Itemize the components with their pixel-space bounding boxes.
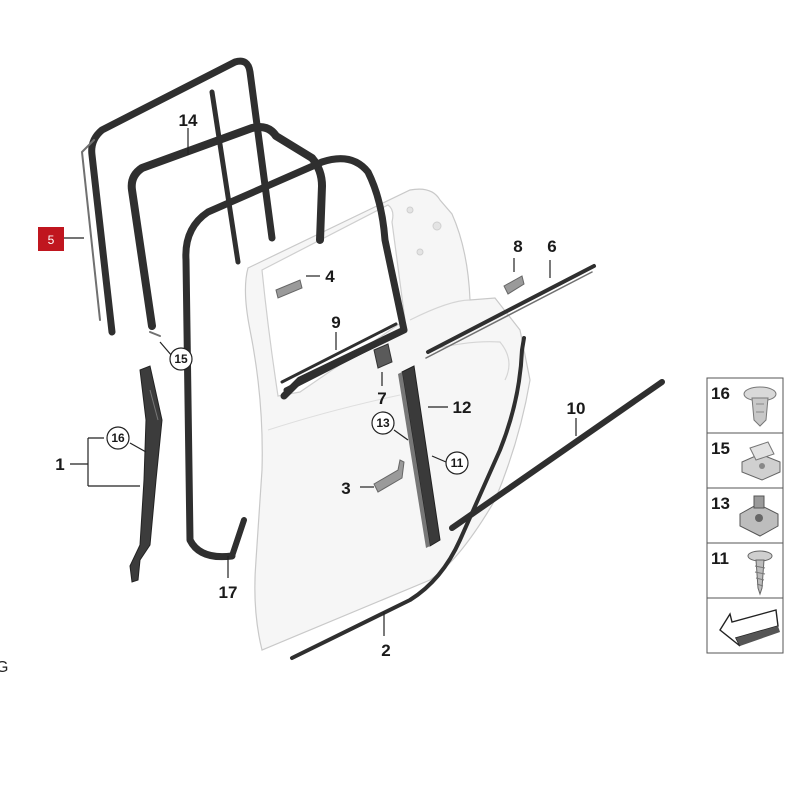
part-bracket-4 (275, 279, 303, 299)
lower-door-seal (290, 336, 526, 660)
edge-text: G (0, 659, 8, 676)
pillar-seal (129, 365, 163, 583)
pillar-trim (398, 365, 441, 548)
expanding-nut-icon (739, 495, 779, 537)
part-bracket-3 (373, 459, 405, 493)
circled-13: 13 (376, 416, 390, 430)
legend-number-16: 16 (711, 384, 730, 403)
callout-4: 4 (325, 267, 335, 286)
callout-14: 14 (179, 111, 198, 130)
callout-8: 8 (513, 237, 522, 256)
part-clip-8 (503, 275, 525, 295)
legend-number-11: 11 (711, 549, 729, 568)
callout-7: 7 (377, 389, 386, 408)
callout-1: 1 (55, 455, 64, 474)
callout-10: 10 (567, 399, 586, 418)
circled-11: 11 (451, 456, 464, 470)
callout-5: 5 (48, 233, 55, 247)
callout-labels: 14 4 8 6 9 7 12 10 1 3 17 2 (55, 111, 585, 660)
callout-17: 17 (219, 583, 238, 602)
lower-outer-seal (449, 379, 665, 531)
callout-5-highlight[interactable]: 5 (38, 227, 64, 251)
circled-15: 15 (174, 352, 188, 366)
callout-6: 6 (547, 237, 556, 256)
nut-clip-icon (741, 441, 781, 481)
door-seal (182, 155, 408, 561)
direction-arrow-icon (719, 609, 780, 647)
circled-callouts: 15 16 13 11 (106, 347, 469, 475)
leader-lines (64, 128, 577, 636)
push-clip-icon (743, 386, 777, 427)
callout-3: 3 (341, 479, 350, 498)
fastener-legend: 16 15 13 11 (706, 377, 784, 654)
part-cover-7 (373, 343, 393, 369)
screw-icon (747, 550, 773, 596)
inner-frame-seal (127, 123, 326, 337)
callout-9: 9 (331, 313, 340, 332)
callout-12: 12 (453, 398, 472, 417)
legend-number-15: 15 (711, 439, 730, 458)
legend-number-13: 13 (711, 494, 730, 513)
window-channel (280, 322, 403, 393)
circled-16: 16 (111, 431, 125, 445)
outer-frame-seal (81, 57, 276, 336)
callout-2: 2 (381, 641, 390, 660)
beltline-seal (425, 264, 596, 359)
